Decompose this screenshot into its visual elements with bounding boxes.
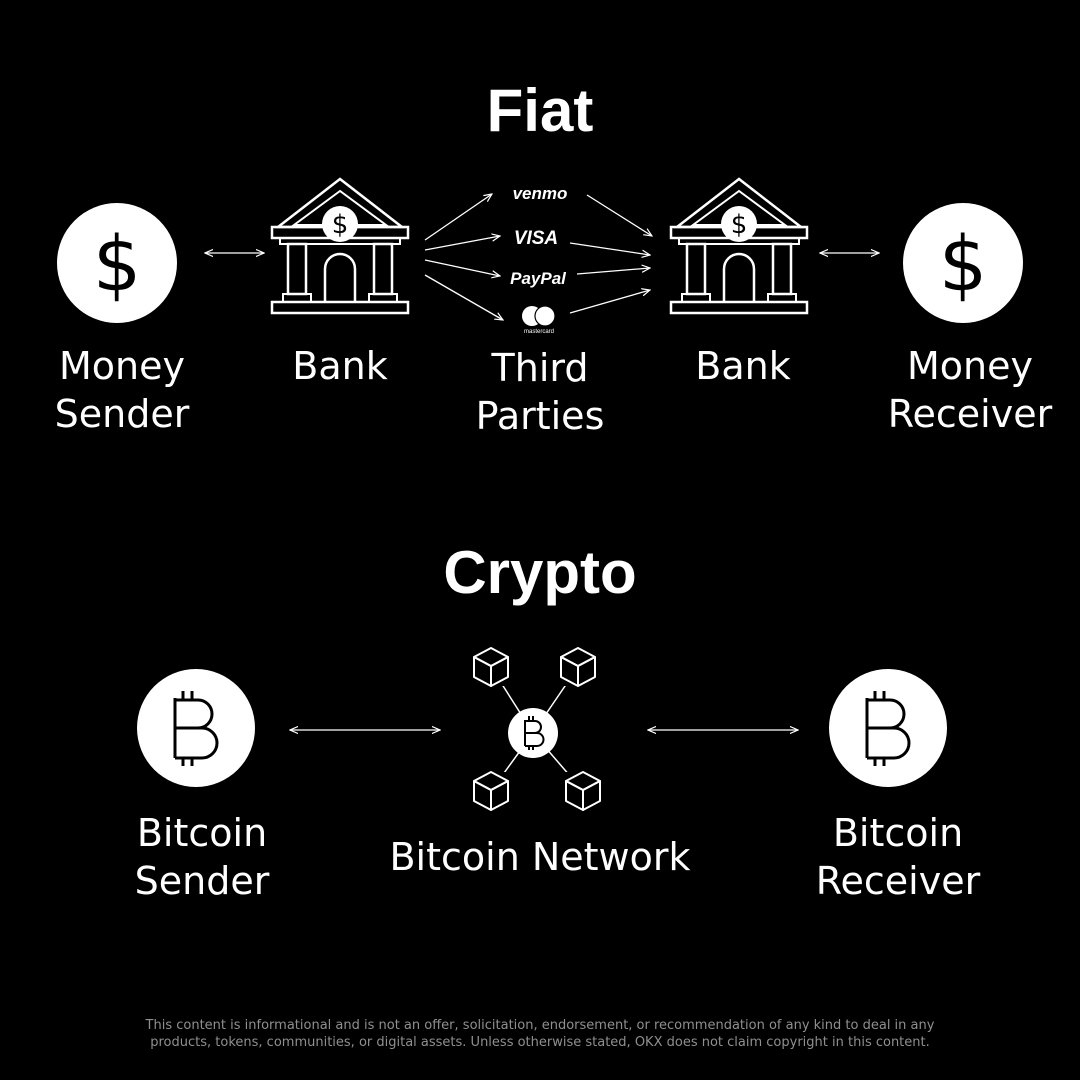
svg-text:mastercard: mastercard — [524, 329, 554, 335]
flow-arrow — [576, 268, 650, 275]
mastercard-logo: mastercard — [522, 305, 556, 335]
bank-icon — [270, 177, 410, 315]
dollar-icon: $ — [939, 219, 987, 308]
bitcoin-icon — [865, 691, 911, 766]
visa-logo: VISA — [514, 228, 558, 249]
flow-arrow — [569, 242, 650, 255]
flow-arrow — [424, 194, 492, 241]
bank-icon — [669, 177, 809, 315]
crypto-title: Crypto — [443, 539, 637, 606]
flow-arrow — [586, 194, 652, 236]
disclaimer-text: This content is informational and is not… — [145, 1018, 935, 1050]
bitcoin-network-label: Bitcoin Network — [389, 835, 691, 879]
money-sender-label: Money Sender — [54, 344, 190, 436]
flow-arrow — [424, 274, 503, 320]
bank-right-label: Bank — [695, 344, 791, 388]
money-receiver-label: Money Receiver — [887, 344, 1053, 436]
flow-arrow — [569, 290, 650, 314]
paypal-logo: PayPal — [510, 269, 567, 288]
third-parties-label: Third Parties — [475, 346, 605, 438]
money-sender-circle — [57, 203, 177, 323]
venmo-logo: venmo — [513, 184, 568, 203]
bitcoin-sender-label: Bitcoin Sender — [134, 811, 270, 903]
dollar-icon: $ — [93, 219, 141, 308]
bitcoin-network-icon — [472, 647, 602, 811]
flow-arrow — [424, 259, 500, 276]
fiat-title: Fiat — [486, 77, 594, 144]
flow-arrow — [424, 236, 500, 251]
bank-left-label: Bank — [292, 344, 388, 388]
bitcoin-receiver-label: Bitcoin Receiver — [815, 811, 981, 903]
money-receiver-circle — [903, 203, 1023, 323]
bitcoin-icon — [173, 691, 219, 766]
